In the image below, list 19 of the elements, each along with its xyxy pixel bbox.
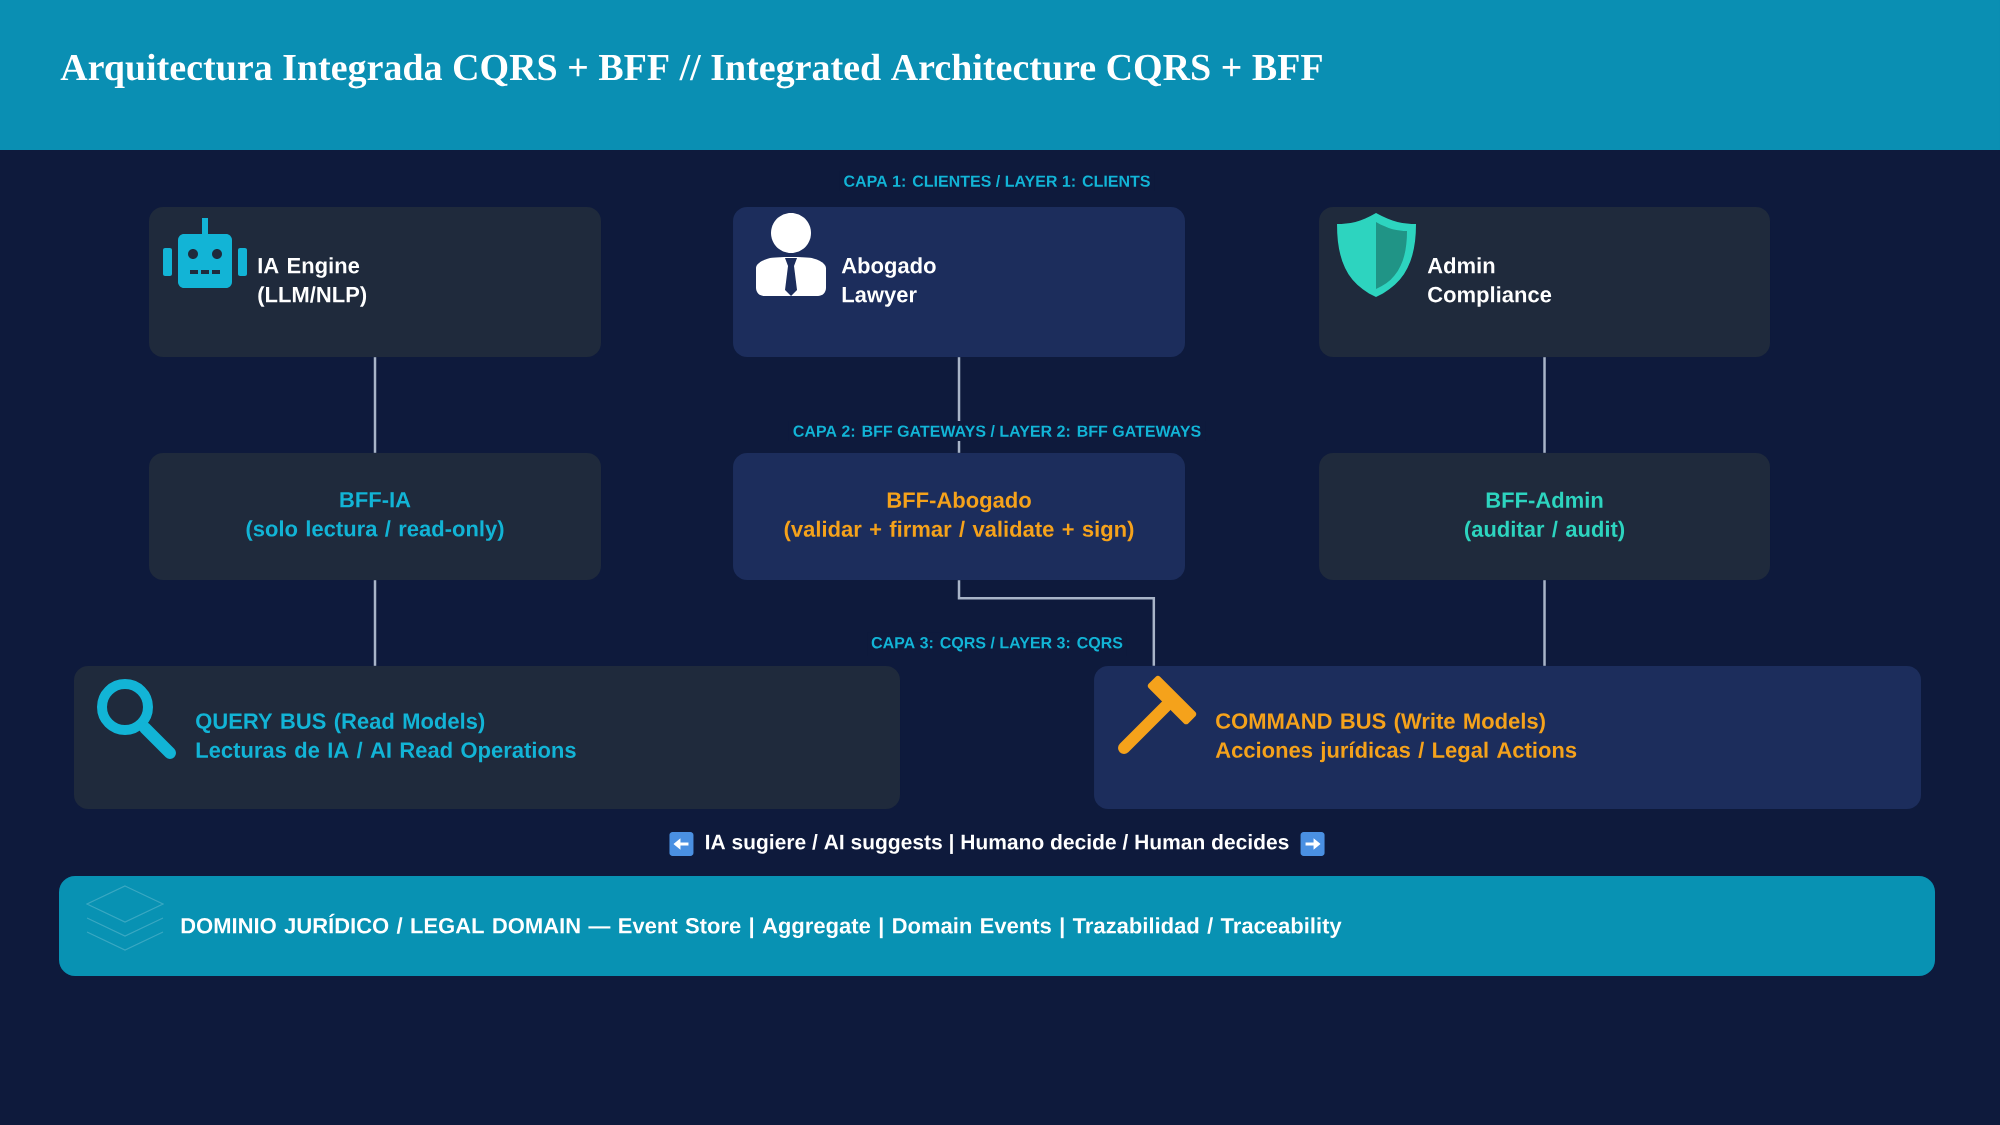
gateway-box: BFF-IA (solo lectura / read-only) bbox=[149, 453, 601, 580]
connector-line bbox=[373, 357, 377, 453]
domain-band: DOMINIO JURÍDICO / LEGAL DOMAIN — Event Store | Aggregate | Domain Events | Trazabilidad / Traceability bbox=[59, 876, 1935, 976]
connector-line bbox=[1543, 357, 1546, 453]
connector-line bbox=[373, 580, 377, 666]
client-box: Admin Compliance bbox=[1319, 207, 1770, 357]
bus-box: COMMAND BUS (Write Models) Acciones jurídicas / Legal Actions bbox=[1094, 666, 1921, 809]
layer-label: CAPA 3: CQRS / LAYER 3: CQRS bbox=[867, 632, 1127, 656]
client-box: IA Engine (LLM/NLP) bbox=[149, 207, 601, 357]
gateway-box: BFF-Abogado (validar + firmar / validate + sign) bbox=[733, 453, 1185, 580]
connector-line bbox=[957, 580, 1156, 666]
connector-line bbox=[1543, 580, 1546, 666]
client-box: Abogado Lawyer bbox=[733, 207, 1185, 357]
gateway-box: BFF-Admin (auditar / audit) bbox=[1319, 453, 1770, 580]
caption-text: IA sugiere / AI suggests | Humano decide / Human decides bbox=[706, 834, 1289, 854]
title: Arquitectura Integrada CQRS + BFF // Integrated Architecture CQRS + BFF bbox=[60, 53, 1322, 89]
layer-label: CAPA 1: CLIENTES / LAYER 1: CLIENTS bbox=[839, 171, 1155, 191]
layer-label: CAPA 2: BFF GATEWAYS / LAYER 2: BFF GATEWAYS bbox=[788, 421, 1206, 441]
bus-box: QUERY BUS (Read Models) Lecturas de IA / AI Read Operations bbox=[74, 666, 900, 809]
